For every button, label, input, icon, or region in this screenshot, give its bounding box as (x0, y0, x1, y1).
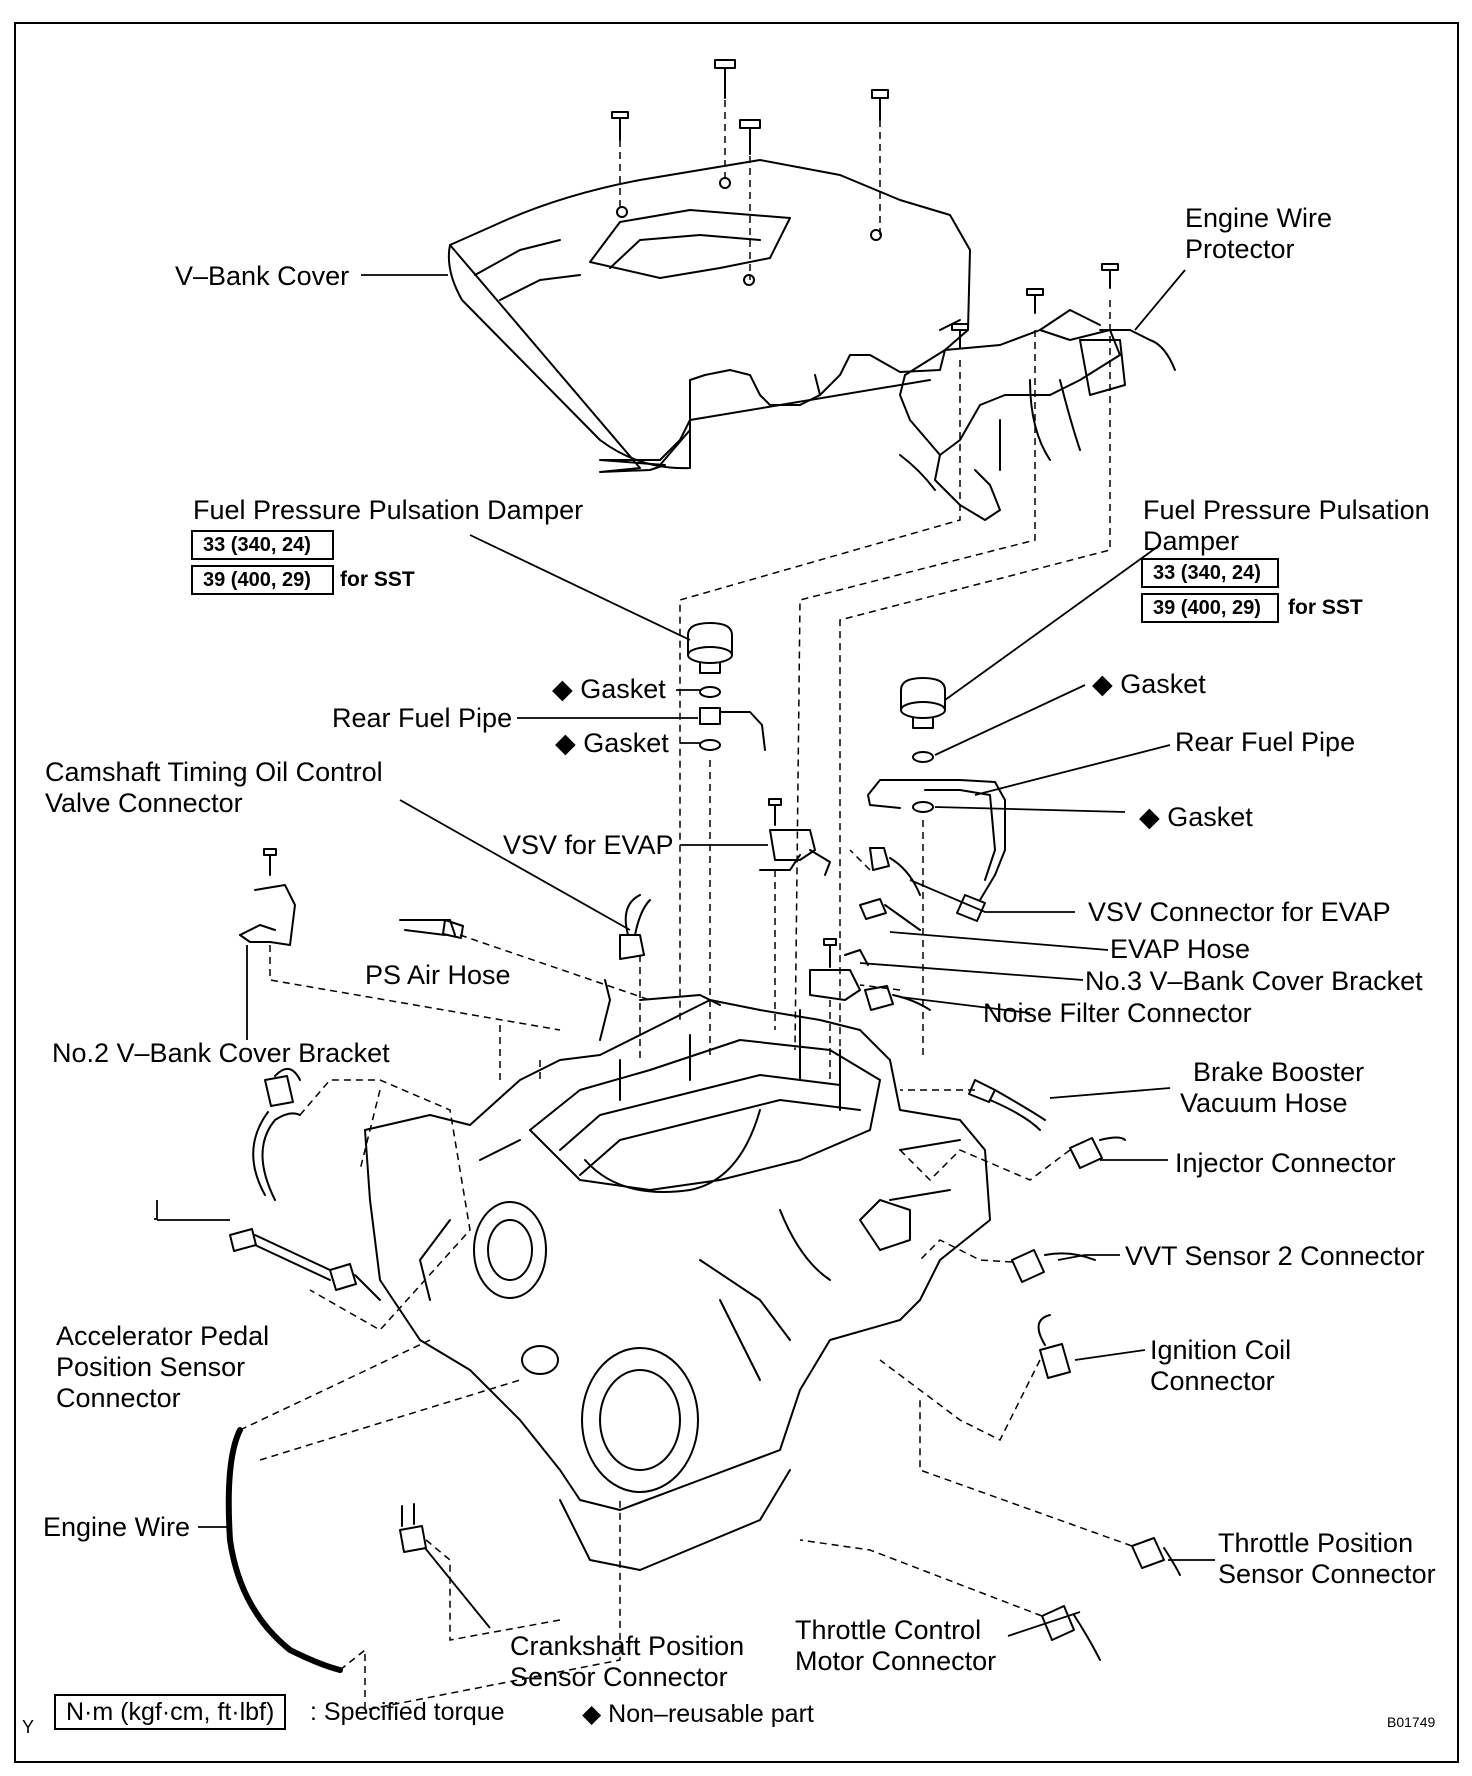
label-vsv-connector-for-evap: VSV Connector for EVAP (1088, 897, 1391, 927)
label-vvt-sensor: VVT Sensor 2 Connector (1125, 1241, 1425, 1271)
label-ps-air-hose: PS Air Hose (365, 960, 511, 990)
label-tps-line1: Throttle Position (1218, 1528, 1414, 1558)
label-vsv-for-evap: VSV for EVAP (503, 830, 674, 860)
side-connectors-shape (1011, 1136, 1181, 1661)
label-throttle-motor-line1: Throttle Control (795, 1615, 982, 1645)
label-crank-line2: Sensor Connector (510, 1662, 728, 1692)
label-v-bank-cover: V–Bank Cover (175, 261, 350, 291)
torque-box-left-sst: 39 (400, 29) (191, 565, 334, 595)
torque-box-left-standard: 33 (340, 24) (191, 530, 334, 560)
diagram-frame (14, 22, 1459, 1763)
label-gasket-left-upper: ◆ Gasket (552, 674, 666, 704)
label-camshaft-line1: Camshaft Timing Oil Control (45, 757, 383, 787)
engine-block-shape (364, 979, 991, 1571)
fppd-right-shape (867, 677, 1006, 922)
label-ignition-coil-line1: Ignition Coil (1150, 1335, 1292, 1365)
crank-connector-shape (399, 1503, 427, 1553)
cover-bolts (611, 59, 889, 155)
ps-air-hose-shape (399, 919, 464, 939)
label-fppd-right-line2: Damper (1143, 526, 1240, 556)
label-gasket-left-lower: ◆ Gasket (555, 728, 669, 758)
torque-box-right-standard: 33 (340, 24) (1141, 558, 1279, 588)
label-no3-bracket: No.3 V–Bank Cover Bracket (1085, 966, 1423, 996)
engine-wire-shape (225, 1427, 343, 1673)
label-throttle-motor-line2: Motor Connector (795, 1646, 997, 1676)
for-sst-left: for SST (340, 568, 415, 591)
label-fppd-right-line1: Fuel Pressure Pulsation (1143, 495, 1430, 525)
label-accel-line1: Accelerator Pedal (56, 1321, 270, 1351)
fppd-left-shape (687, 622, 766, 751)
label-rear-fuel-pipe-left: Rear Fuel Pipe (332, 703, 513, 733)
brake-booster-hose-shape (968, 1079, 1046, 1131)
no2-bracket-shape (239, 848, 296, 946)
label-accel-line2: Position Sensor (56, 1352, 246, 1382)
label-no2-bracket: No.2 V–Bank Cover Bracket (52, 1038, 390, 1068)
label-engine-wire-protector-line2: Protector (1185, 234, 1295, 264)
legend-unit-box: N·m (kgf·cm, ft·lbf) (54, 1694, 287, 1730)
no3-bracket-shape (809, 938, 931, 1011)
label-gasket-right-upper: ◆ Gasket (1092, 669, 1206, 699)
label-rear-fuel-pipe-right: Rear Fuel Pipe (1175, 727, 1356, 757)
label-camshaft-line2: Valve Connector (45, 788, 243, 818)
camshaft-connector-shape (619, 894, 651, 960)
label-ignition-coil-line2: Connector (1150, 1366, 1275, 1396)
figure-code: B01749 (1387, 1714, 1436, 1730)
label-engine-wire: Engine Wire (43, 1512, 191, 1542)
label-brake-booster-line2: Vacuum Hose (1180, 1088, 1348, 1118)
label-accel-line3: Connector (56, 1383, 181, 1413)
legend-unit-text: : Specified torque (310, 1698, 505, 1726)
torque-box-right-sst: 39 (400, 29) (1141, 593, 1279, 623)
legend-corner-letter: Y (22, 1717, 35, 1737)
label-noise-filter-connector: Noise Filter Connector (983, 998, 1252, 1028)
label-evap-hose: EVAP Hose (1110, 934, 1251, 964)
v-bank-cover-shape (447, 159, 971, 473)
label-tps-line2: Sensor Connector (1218, 1559, 1436, 1589)
label-injector-connector: Injector Connector (1175, 1148, 1396, 1178)
label-fppd-left: Fuel Pressure Pulsation Damper (193, 495, 584, 525)
accel-harness-shape (229, 1068, 381, 1301)
legend-nonreusable: ◆ Non–reusable part (582, 1700, 814, 1728)
label-brake-booster-line1: Brake Booster (1193, 1057, 1365, 1087)
label-engine-wire-protector-line1: Engine Wire (1185, 203, 1333, 233)
label-gasket-right-lower: ◆ Gasket (1139, 802, 1253, 832)
label-crank-line1: Crankshaft Position (510, 1631, 745, 1661)
for-sst-right: for SST (1288, 596, 1363, 619)
